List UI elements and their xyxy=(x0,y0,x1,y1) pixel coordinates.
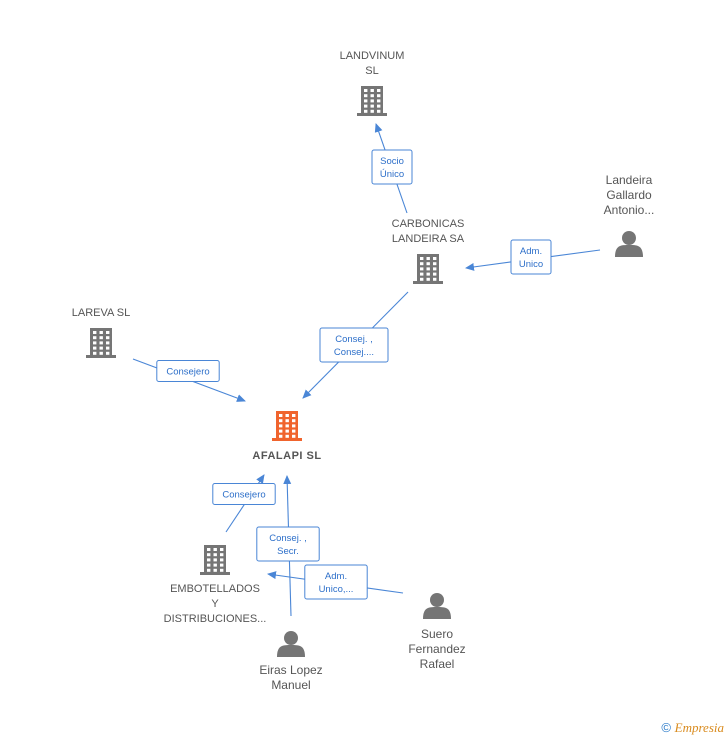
edge-label-box[interactable]: Consejero xyxy=(212,483,276,505)
copyright-symbol: © xyxy=(661,720,672,735)
edge-landeira-to-carbonicas: Adm. Unico xyxy=(465,239,601,275)
brand-name: Empresia xyxy=(674,720,724,735)
edge-label-box[interactable]: Adm. Unico,... xyxy=(304,564,368,600)
edge-label-frame xyxy=(319,327,389,363)
building-icon xyxy=(86,328,116,358)
node-label: Manuel xyxy=(271,678,310,692)
node-label: LAREVA SL xyxy=(72,307,131,319)
building-icon xyxy=(272,411,302,441)
building-icon xyxy=(200,545,230,575)
edge-label-text: Unico,... xyxy=(319,584,354,595)
edge-lareva-to-afalapi: Consejero xyxy=(132,358,246,402)
edge-label-box[interactable]: Consej. , Consej.... xyxy=(319,327,389,363)
edge-label-text: Unico xyxy=(519,259,543,270)
edge-label-box[interactable]: Consejero xyxy=(156,360,220,382)
edge-eiras-to-afalapi: Consej. , Secr. xyxy=(256,475,320,617)
edge-label-text: Consejero xyxy=(222,490,265,501)
node-label: Eiras Lopez xyxy=(259,663,322,677)
edge-label-text: Consej.... xyxy=(334,347,374,358)
node-landvinum[interactable]: LANDVINUM SL xyxy=(340,50,405,116)
edge-label-text: Único xyxy=(380,169,404,180)
edge-label-text: Consej. , xyxy=(269,533,307,544)
edge-label-frame xyxy=(256,526,320,562)
node-carbonicas[interactable]: CARBONICAS LANDEIRA SA xyxy=(392,218,465,284)
edge-label-frame xyxy=(304,564,368,600)
node-lareva[interactable]: LAREVA SL xyxy=(72,307,131,358)
person-icon xyxy=(615,231,643,257)
edge-label-text: Socio xyxy=(380,156,404,167)
node-label: Fernandez xyxy=(408,642,465,656)
edge-label-frame xyxy=(371,149,413,185)
edge-label-text: Consej. , xyxy=(335,334,373,345)
footer-brand: © Empresia xyxy=(661,720,724,736)
person-icon xyxy=(277,631,305,657)
node-label: Y xyxy=(211,598,219,610)
node-label: LANDEIRA SA xyxy=(392,233,465,245)
node-label: Landeira xyxy=(606,173,653,187)
edge-label-text: Adm. xyxy=(325,571,347,582)
edge-suero-to-embotellados: Adm. Unico,... xyxy=(267,564,404,600)
edge-label-box[interactable]: Consej. , Secr. xyxy=(256,526,320,562)
node-label: EMBOTELLADOS xyxy=(170,583,260,595)
nodes-layer: LANDVINUM SL CARBONICAS LANDEIRA SA Landeira… xyxy=(72,50,655,692)
node-embotellados[interactable]: EMBOTELLADOS Y DISTRIBUCIONES... xyxy=(164,545,267,625)
edge-label-text: Adm. xyxy=(520,246,542,257)
node-label: Gallardo xyxy=(606,188,652,202)
edge-label-frame xyxy=(510,239,552,275)
edge-embotellados-to-afalapi: Consejero xyxy=(212,474,276,533)
edge-label-frame xyxy=(156,360,220,382)
node-label: SL xyxy=(365,65,378,77)
node-label: AFALAPI SL xyxy=(252,450,321,462)
edge-label-box[interactable]: Adm. Unico xyxy=(510,239,552,275)
node-landeira[interactable]: LandeiraGallardoAntonio... xyxy=(604,173,655,257)
node-label: Antonio... xyxy=(604,203,655,217)
node-label: CARBONICAS xyxy=(392,218,465,230)
person-icon xyxy=(423,593,451,619)
edge-carbonicas-to-afalapi: Consej. , Consej.... xyxy=(302,291,409,399)
building-icon xyxy=(357,86,387,116)
edge-label-text: Secr. xyxy=(277,546,299,557)
node-label: Suero xyxy=(421,627,453,641)
node-label: LANDVINUM xyxy=(340,50,405,62)
node-label: Rafael xyxy=(420,657,455,671)
edge-label-frame xyxy=(212,483,276,505)
building-icon xyxy=(413,254,443,284)
node-afalapi[interactable]: AFALAPI SL xyxy=(252,411,321,462)
node-label: DISTRIBUCIONES... xyxy=(164,613,267,625)
edge-label-text: Consejero xyxy=(166,367,209,378)
